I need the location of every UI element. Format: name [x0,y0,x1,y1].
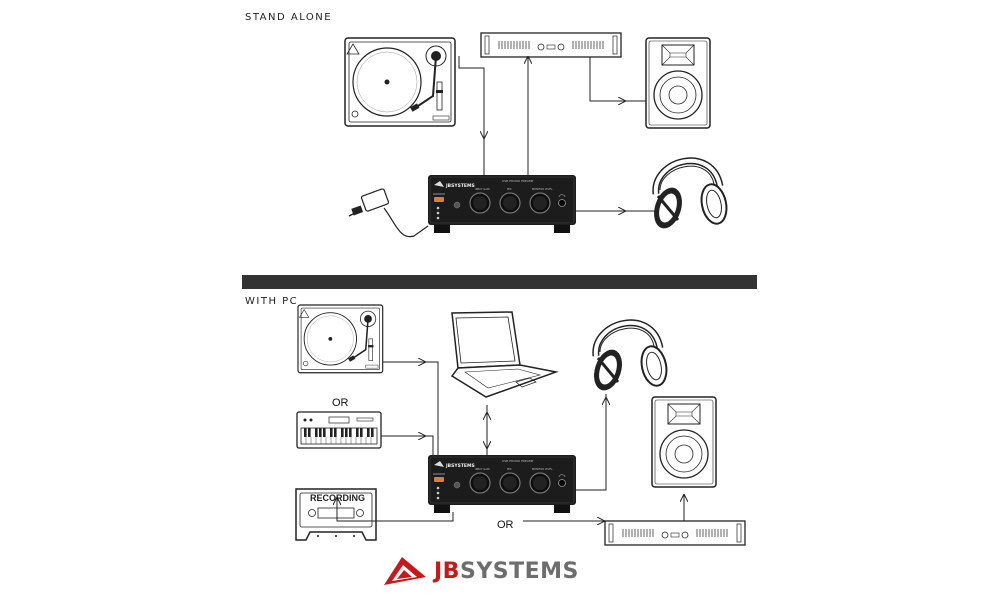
preamp-icon [427,174,577,234]
section-divider [242,275,757,289]
stand-alone-connections [458,56,656,211]
logo-systems-text: SYSTEMS [459,559,579,584]
preamp-icon [427,454,577,514]
jbsystems-logo: JBSYSTEMS [382,553,632,593]
power-adapter-icon [348,188,429,238]
turntable-icon [344,37,456,127]
with-pc-connections [337,362,684,521]
or-label: OR [332,397,349,409]
with-pc-title: WITH PC [245,296,299,307]
keyboard-icon [296,411,382,449]
jbsystems-logo-icon [384,557,426,585]
amplifier-icon [604,520,746,546]
speaker-icon [651,396,717,488]
or-label: OR [497,519,514,531]
amplifier-icon [480,32,622,58]
speaker-icon [645,37,711,129]
laptop-icon [450,311,559,398]
recording-label: RECORDING [310,493,366,503]
cassette-icon [295,488,377,541]
headphones-icon [649,161,730,232]
stand-alone-title: STAND ALONE [245,12,333,23]
logo-jb-text: JB [434,559,460,584]
turntable-icon [297,304,384,374]
headphones-icon [589,323,670,394]
